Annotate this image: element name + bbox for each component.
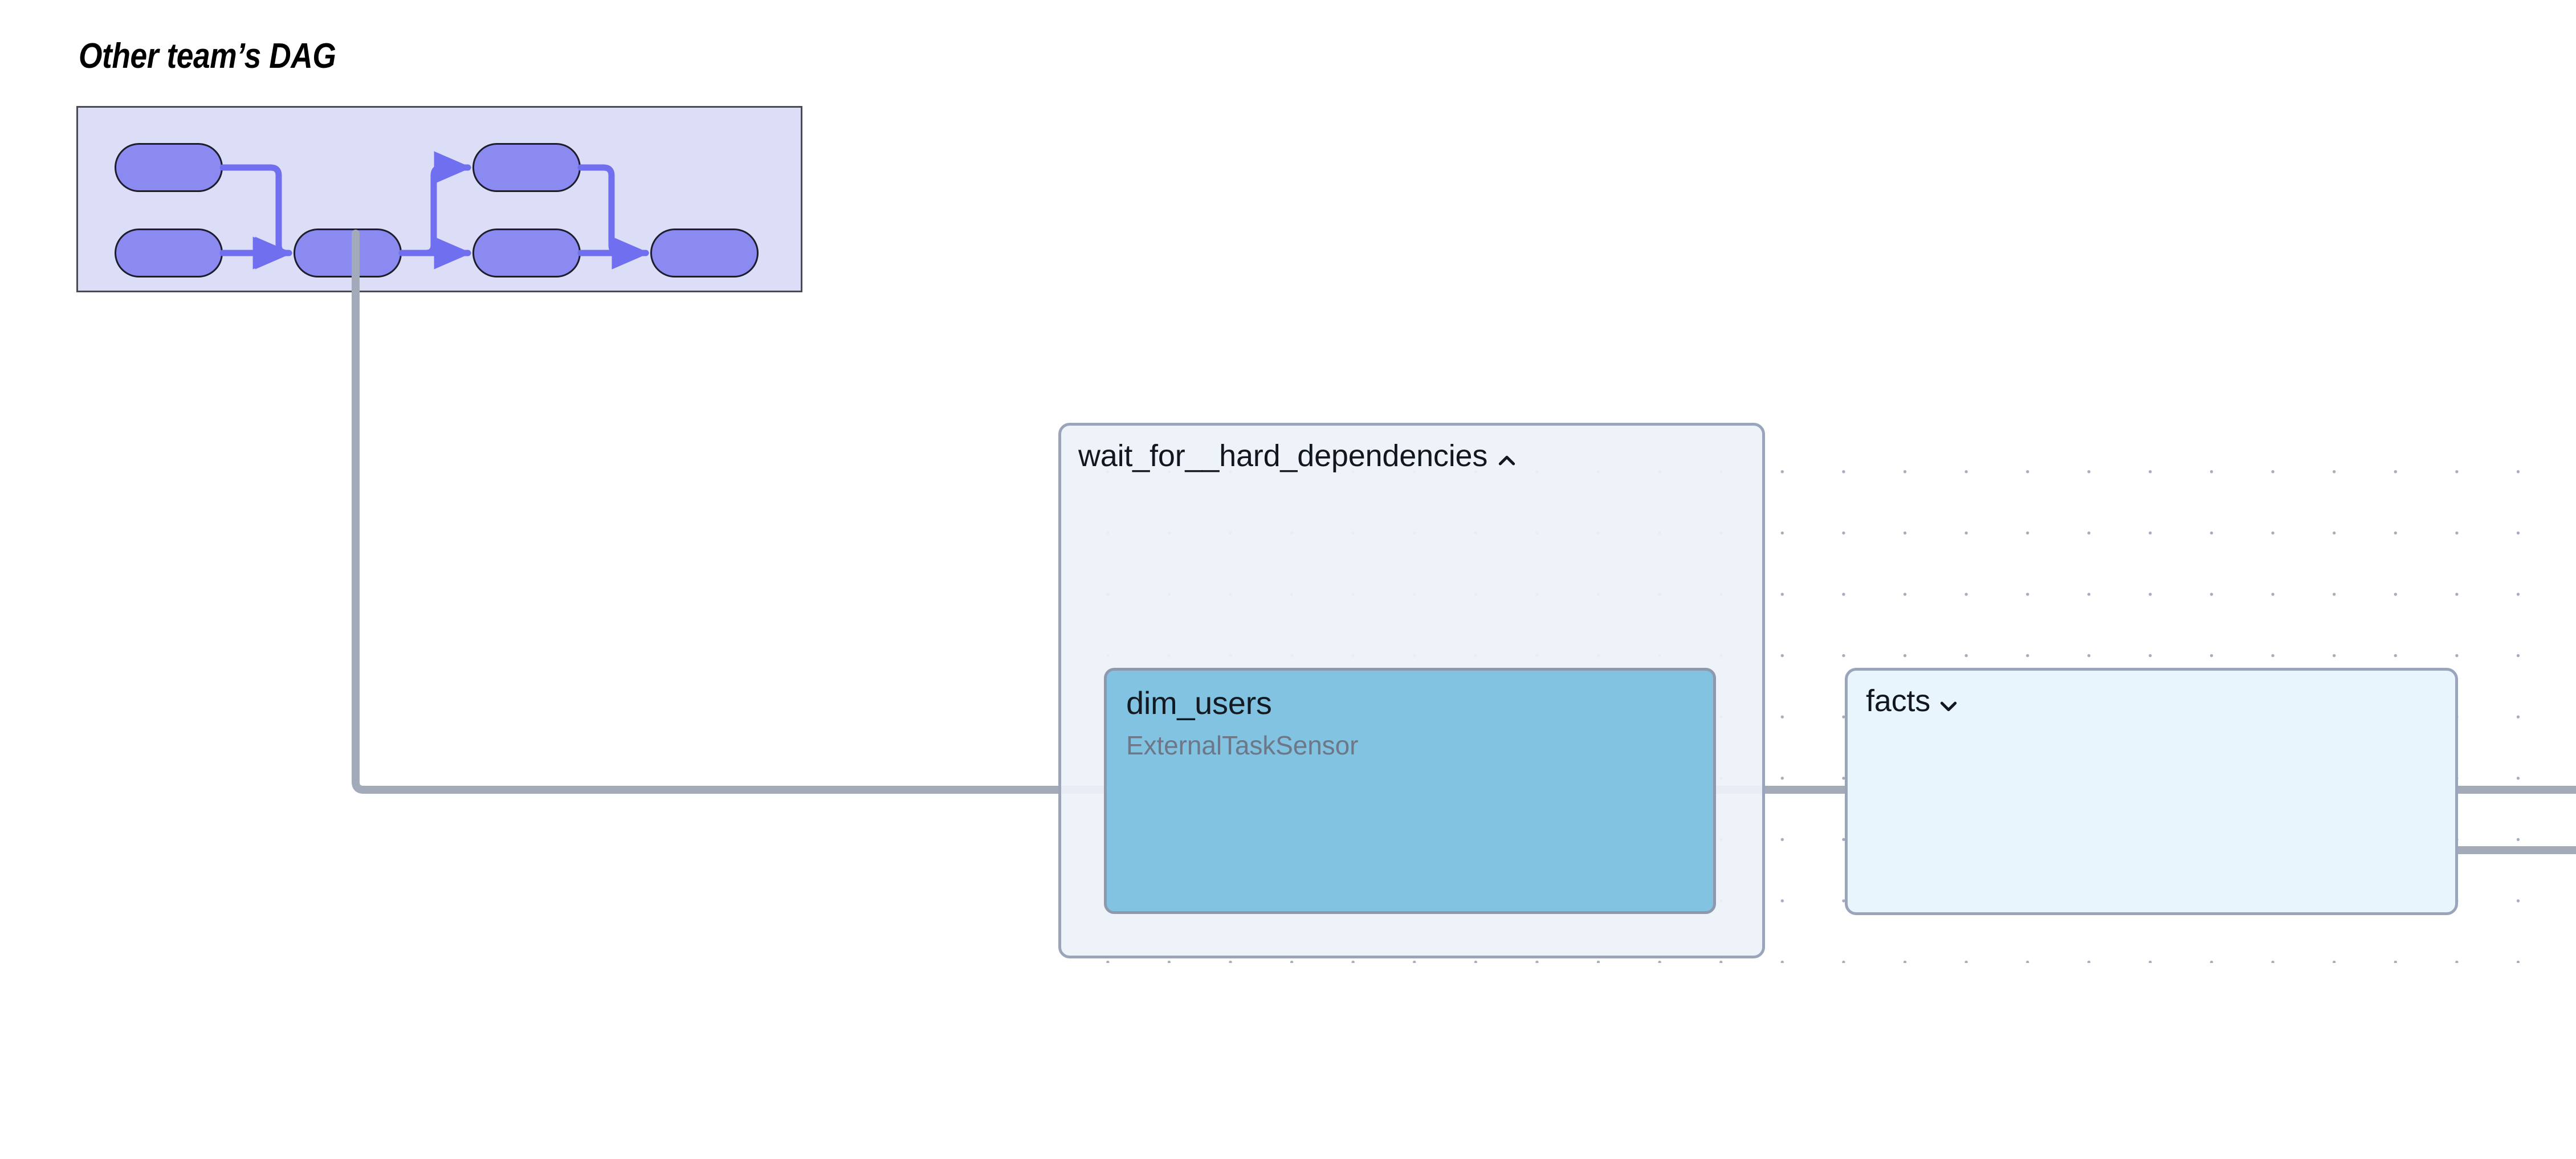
taskgroup-facts[interactable]: facts (1845, 668, 2458, 915)
chevron-down-icon[interactable] (1937, 689, 1960, 712)
external-dag-caption: Other team’s DAG (79, 36, 336, 76)
facts-header[interactable]: facts (1866, 683, 1960, 719)
taskgroup-header[interactable]: wait_for__hard_dependencies (1078, 438, 1518, 474)
task-node-operator: ExternalTaskSensor (1126, 731, 1359, 760)
external-dag-panel[interactable] (76, 106, 802, 292)
external-dag-node-2[interactable] (115, 228, 223, 277)
edge-external-to-sensor (352, 230, 1108, 794)
facts-title: facts (1866, 684, 1931, 718)
external-dag-node-1[interactable] (115, 143, 223, 192)
external-dag-edges (219, 151, 650, 270)
chevron-up-icon[interactable] (1495, 444, 1518, 467)
taskgroup-title: wait_for__hard_dependencies (1078, 439, 1488, 473)
external-dag-node-4[interactable] (472, 143, 581, 192)
task-node-dim-users[interactable]: dim_users ExternalTaskSensor (1104, 668, 1716, 914)
task-node-title: dim_users (1126, 685, 1272, 721)
